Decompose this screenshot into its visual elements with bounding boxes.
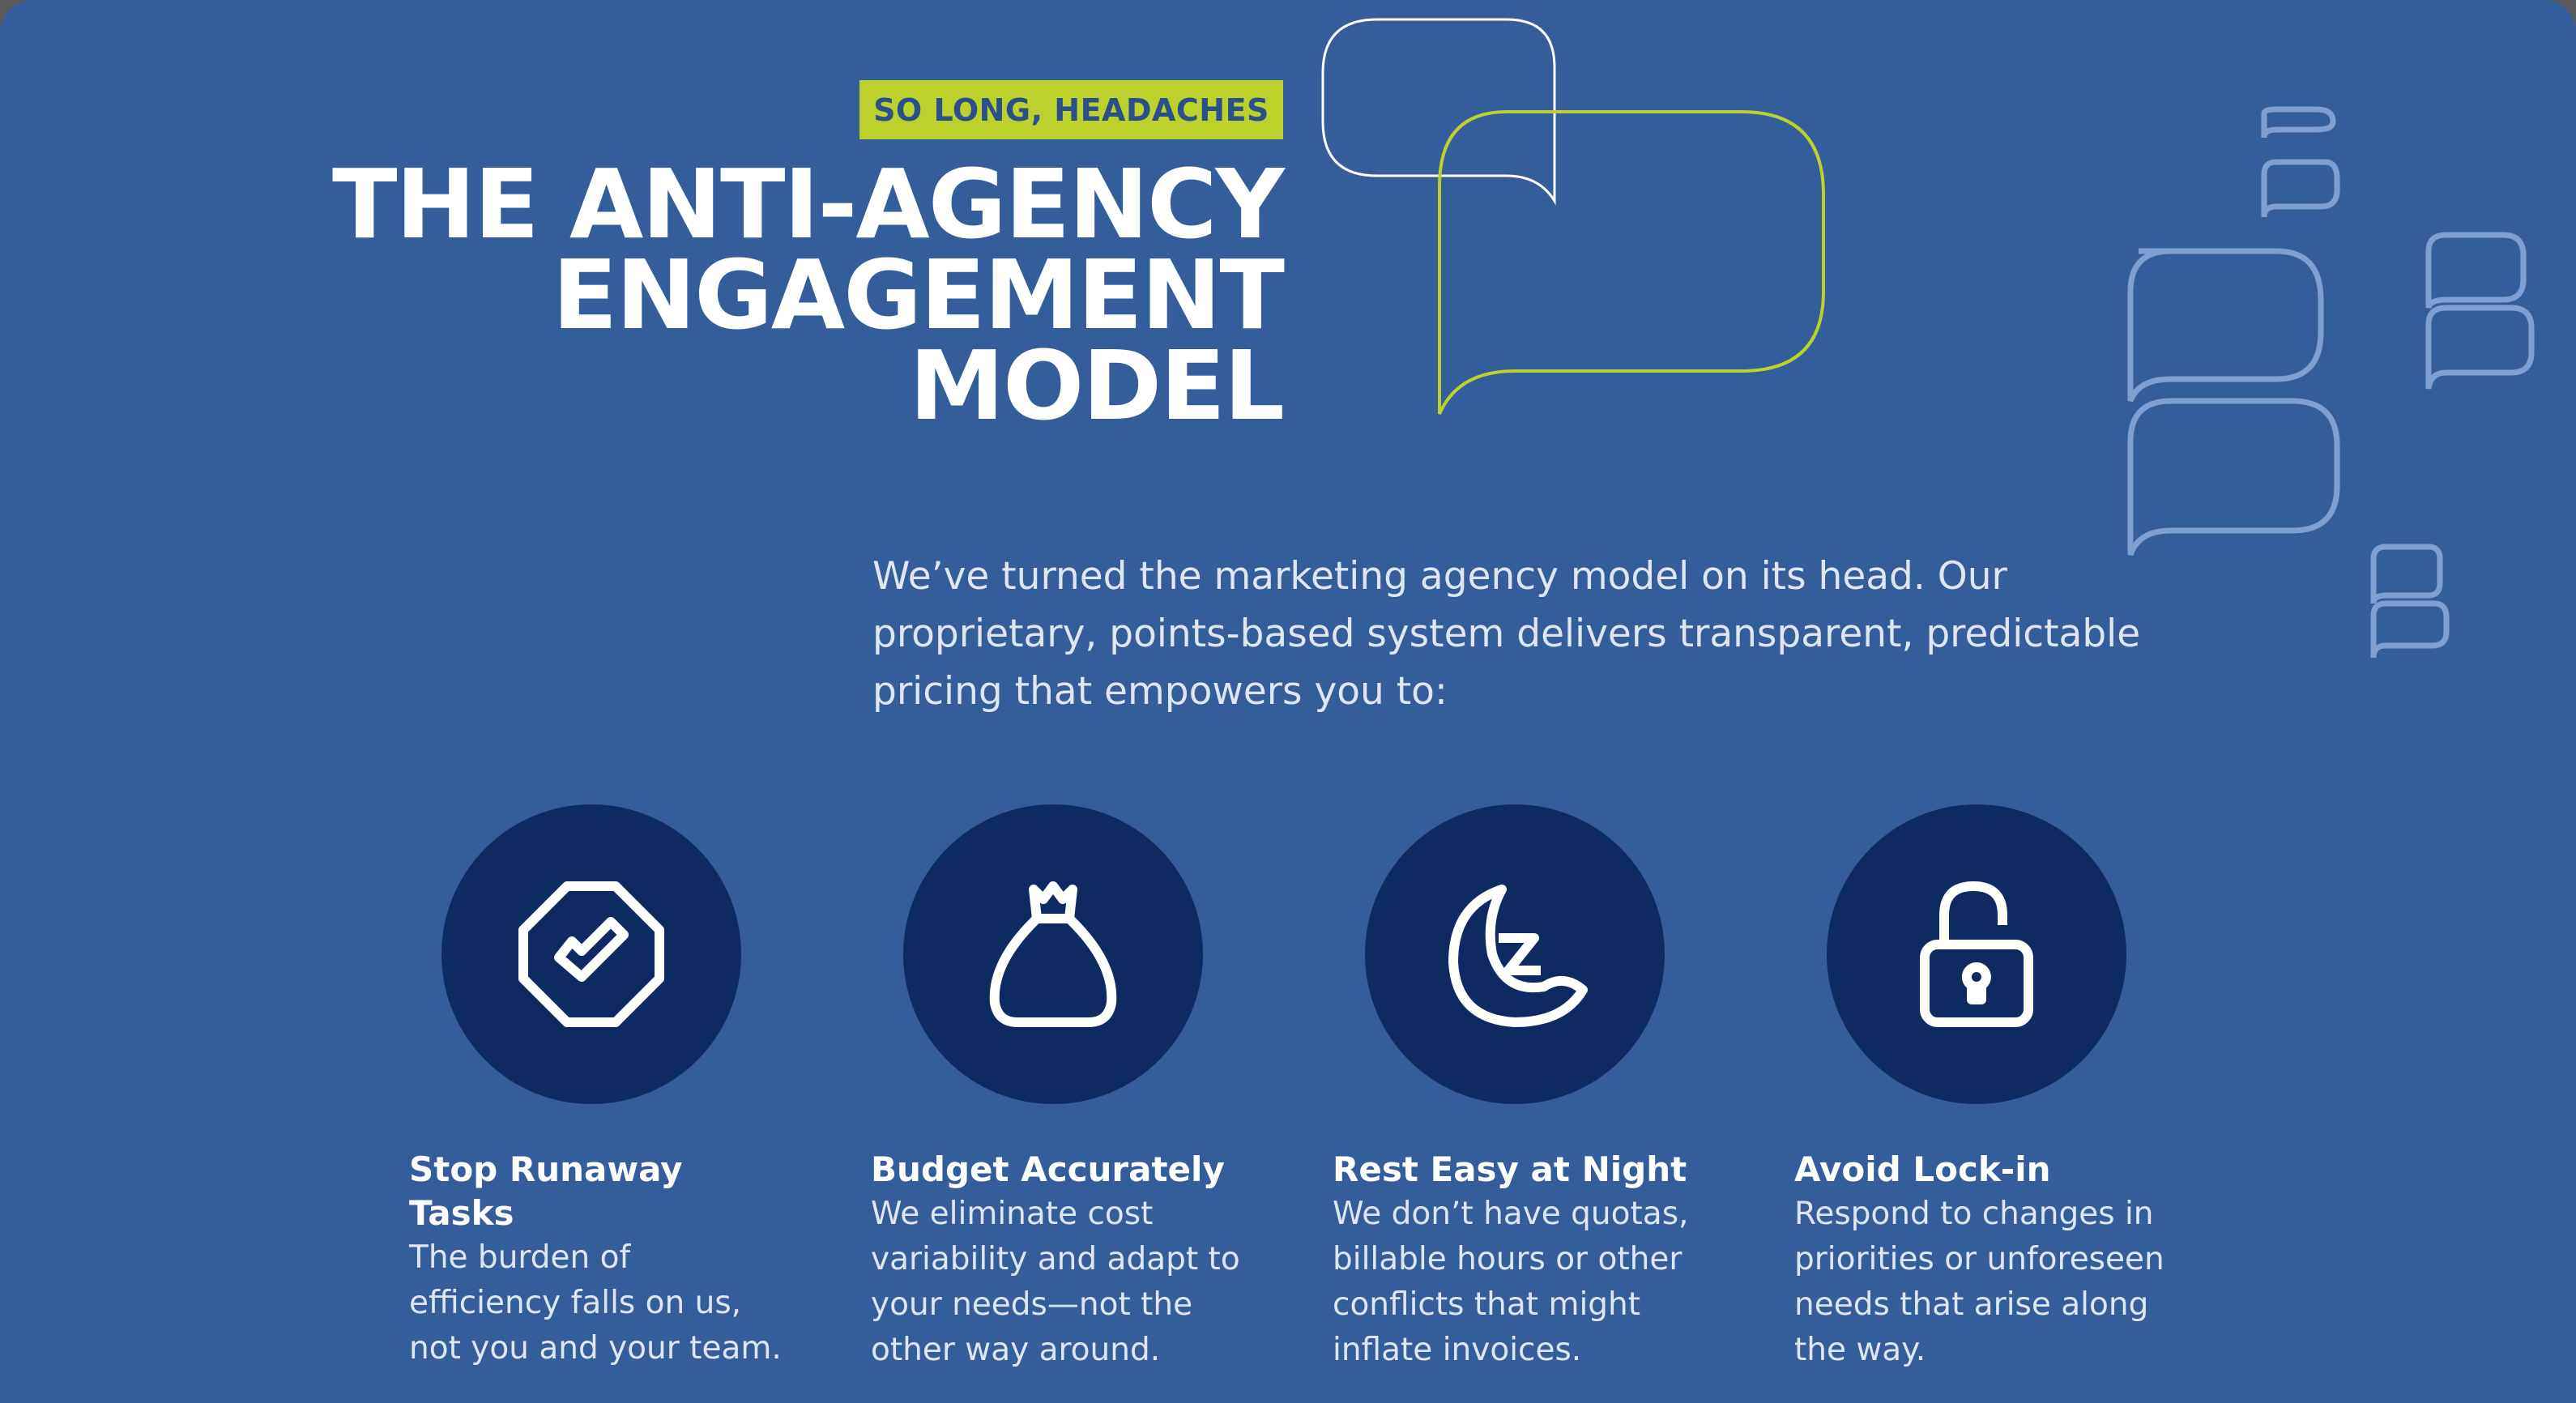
feature-body: We don’t have quotas, billable hours or … [1333,1196,1689,1368]
feature-icon-circle [1365,804,1665,1104]
feature-title: Avoid Lock-in [1794,1149,2051,1189]
feature-icon-circle [441,804,741,1104]
feature-avoid-lock-in: Avoid Lock-in Respond to changes in prio… [1794,804,2167,1373]
feature-stop-runaway-tasks: Stop Runaway Tasks The burden of efficie… [409,804,782,1371]
feature-icon-circle [1827,804,2126,1104]
octagon-check-icon [518,881,664,1027]
unlocked-padlock-icon [1920,881,2033,1027]
feature-icon-circle [903,804,1203,1104]
money-bag-icon [989,881,1117,1027]
feature-title: Rest Easy at Night [1333,1149,1687,1189]
page-title: THE ANTI-AGENCY ENGAGEMENT MODEL [332,148,1285,441]
feature-body: The burden of efficiency falls on us, no… [409,1239,782,1367]
eyebrow-tag: SO LONG, HEADACHES [859,80,1283,139]
title-line: THE ANTI-AGENCY [332,148,1285,260]
feature-body: Respond to changes in priorities or unfo… [1794,1196,2164,1368]
feature-title: Stop Runaway Tasks [409,1149,683,1233]
feature-budget-accurately: Budget Accurately We eliminate cost vari… [871,804,1243,1373]
title-line: ENGAGEMENT [552,239,1285,351]
intro-paragraph: We’ve turned the marketing agency model … [872,554,2141,714]
feature-rest-easy: Rest Easy at Night We don’t have quotas,… [1333,804,1705,1373]
feature-title: Budget Accurately [871,1149,1225,1189]
title-line: MODEL [909,330,1285,441]
feature-body: We eliminate cost variability and adapt … [871,1196,1240,1368]
moon-sleep-icon [1448,885,1588,1027]
